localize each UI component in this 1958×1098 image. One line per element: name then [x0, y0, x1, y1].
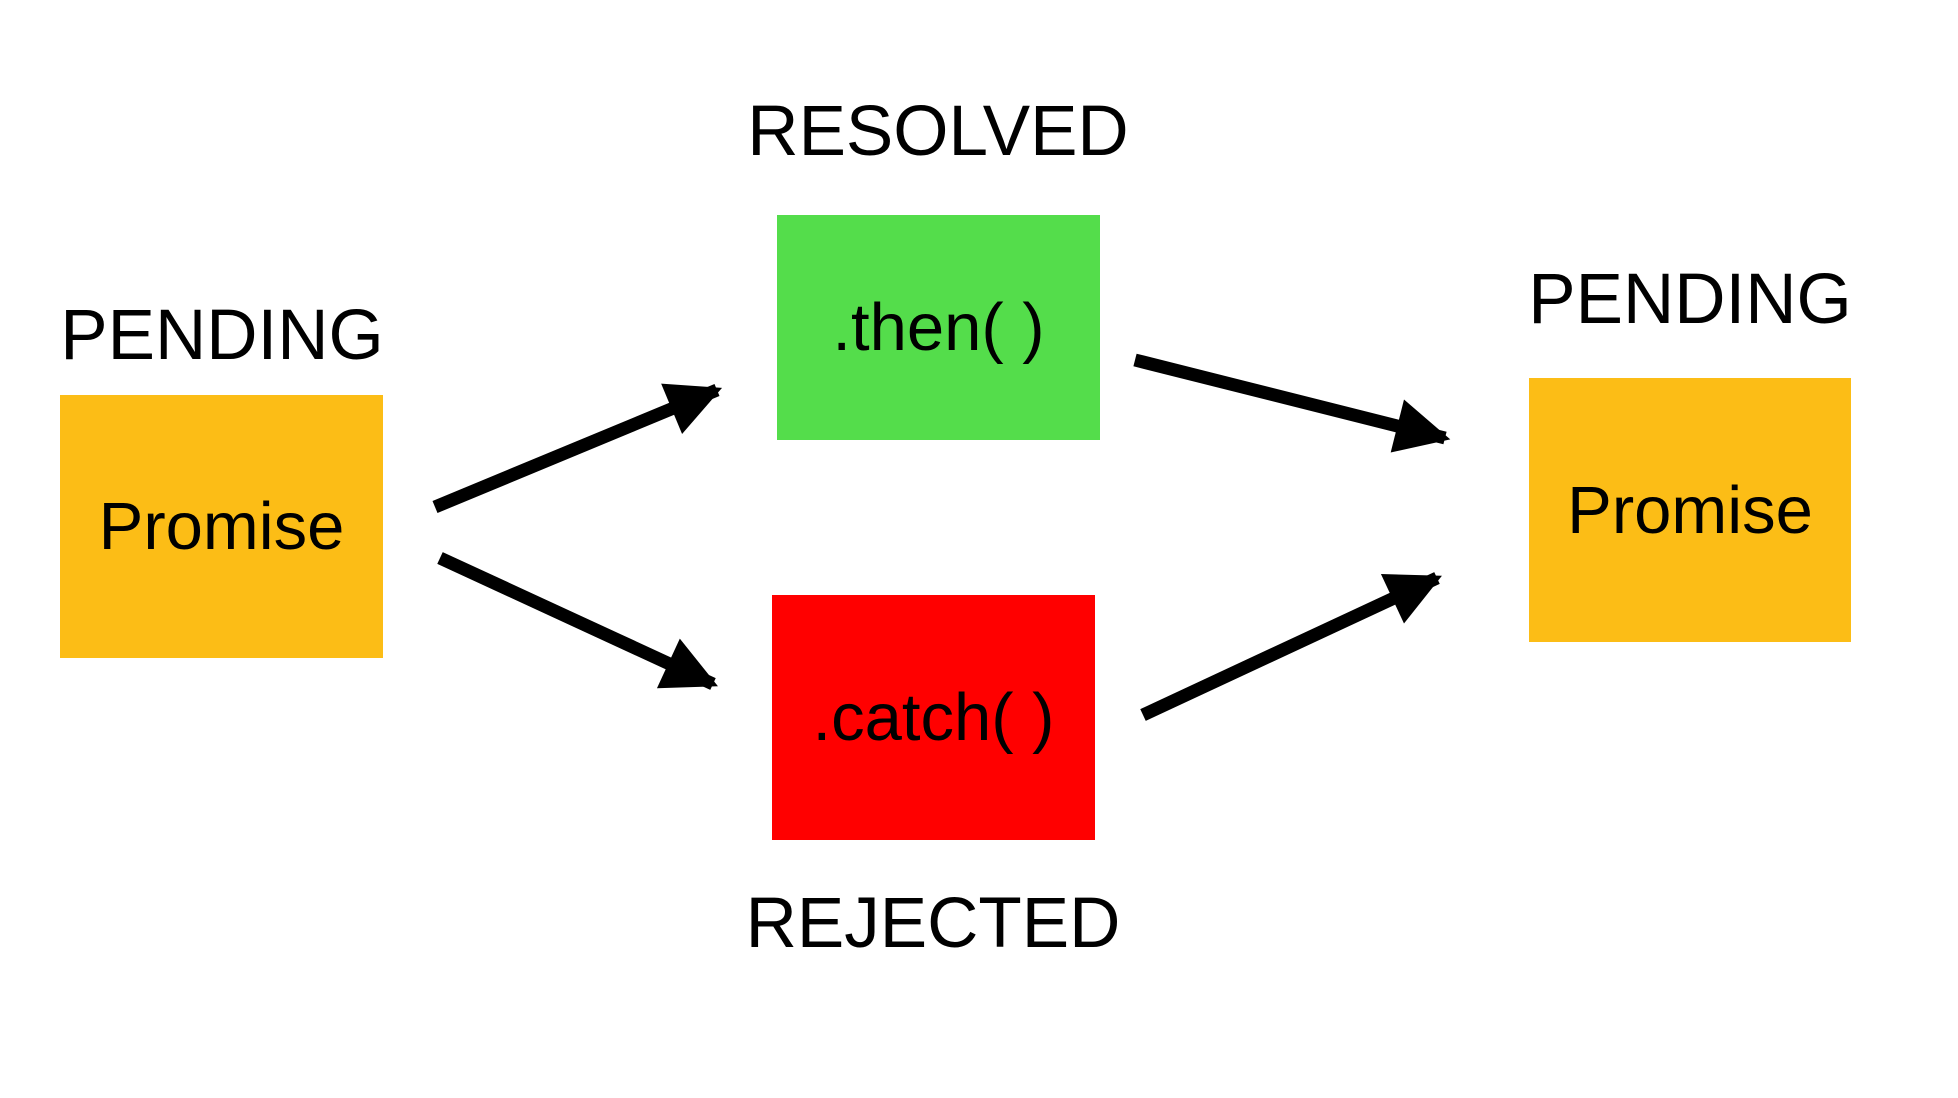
- arrow-catch-to-pending: [1140, 572, 1442, 721]
- arrow-then-to-pending: [1133, 353, 1451, 453]
- node-label: .then( ): [832, 290, 1045, 365]
- state-label-resolved: RESOLVED: [747, 92, 1129, 171]
- node-catch-rejected: .catch( ): [772, 595, 1095, 840]
- node-label: .catch( ): [812, 680, 1055, 755]
- state-label-pending-right: PENDING: [1528, 260, 1852, 339]
- state-label-rejected: REJECTED: [745, 884, 1121, 963]
- node-then-resolved: .then( ): [777, 215, 1100, 440]
- arrow-pending-to-catch: [437, 552, 718, 690]
- arrow-pending-to-then: [432, 383, 723, 514]
- node-promise-pending-end: Promise: [1529, 378, 1851, 642]
- node-label: Promise: [1567, 472, 1813, 548]
- node-label: Promise: [98, 489, 345, 564]
- state-label-pending-left: PENDING: [60, 296, 384, 375]
- node-promise-pending-start: Promise: [60, 395, 383, 658]
